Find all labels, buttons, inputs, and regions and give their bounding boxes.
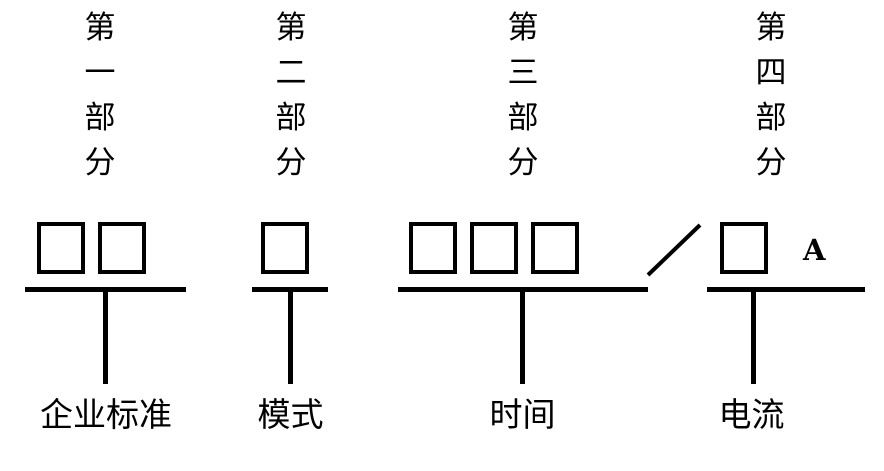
input-box[interactable] [531, 222, 579, 274]
header-char: 一 [84, 55, 116, 91]
part-label-part-1: 企业标准 [40, 395, 172, 434]
header-char: 分 [755, 145, 787, 181]
header-char: 二 [275, 55, 307, 91]
part-label-part-2: 模式 [257, 395, 324, 434]
bracket-bar [25, 287, 186, 292]
header-char: 三 [507, 55, 539, 91]
bracket-stem [751, 292, 756, 384]
header-char: 部 [84, 100, 116, 136]
header-char: 第 [84, 10, 116, 46]
bracket-stem [520, 292, 525, 384]
header-char: 部 [755, 100, 787, 136]
part-label-part-4: 电流 [718, 395, 785, 434]
bracket-bar [398, 287, 648, 292]
header-char: 四 [755, 55, 787, 91]
slash-separator-icon [645, 220, 703, 277]
part-label-part-3: 时间 [489, 395, 556, 434]
header-char: 第 [275, 10, 307, 46]
part-header-part-1: 第 一 部 分 [70, 6, 130, 186]
part-header-part-4: 第 四 部 分 [741, 6, 801, 186]
header-char: 部 [507, 100, 539, 136]
header-char: 分 [84, 145, 116, 181]
header-char: 分 [507, 145, 539, 181]
box-row-part-1 [37, 222, 146, 280]
bracket-stem [288, 292, 293, 384]
header-char: 分 [275, 145, 307, 181]
input-box[interactable] [470, 222, 518, 274]
box-row-part-4 [720, 222, 768, 280]
unit-letter-ampere: A [803, 233, 826, 267]
header-char: 第 [755, 10, 787, 46]
header-char: 第 [507, 10, 539, 46]
part-header-part-3: 第 三 部 分 [493, 6, 553, 186]
box-row-part-3 [409, 222, 579, 280]
input-box[interactable] [261, 222, 309, 274]
bracket-bar [252, 287, 328, 292]
input-box[interactable] [409, 222, 457, 274]
bracket-bar [707, 287, 865, 292]
bracket-stem [103, 292, 108, 384]
part-header-part-2: 第 二 部 分 [261, 6, 321, 186]
input-box[interactable] [720, 222, 768, 274]
box-row-part-2 [261, 222, 309, 280]
input-box[interactable] [98, 222, 146, 274]
header-char: 部 [275, 100, 307, 136]
input-box[interactable] [37, 222, 85, 274]
